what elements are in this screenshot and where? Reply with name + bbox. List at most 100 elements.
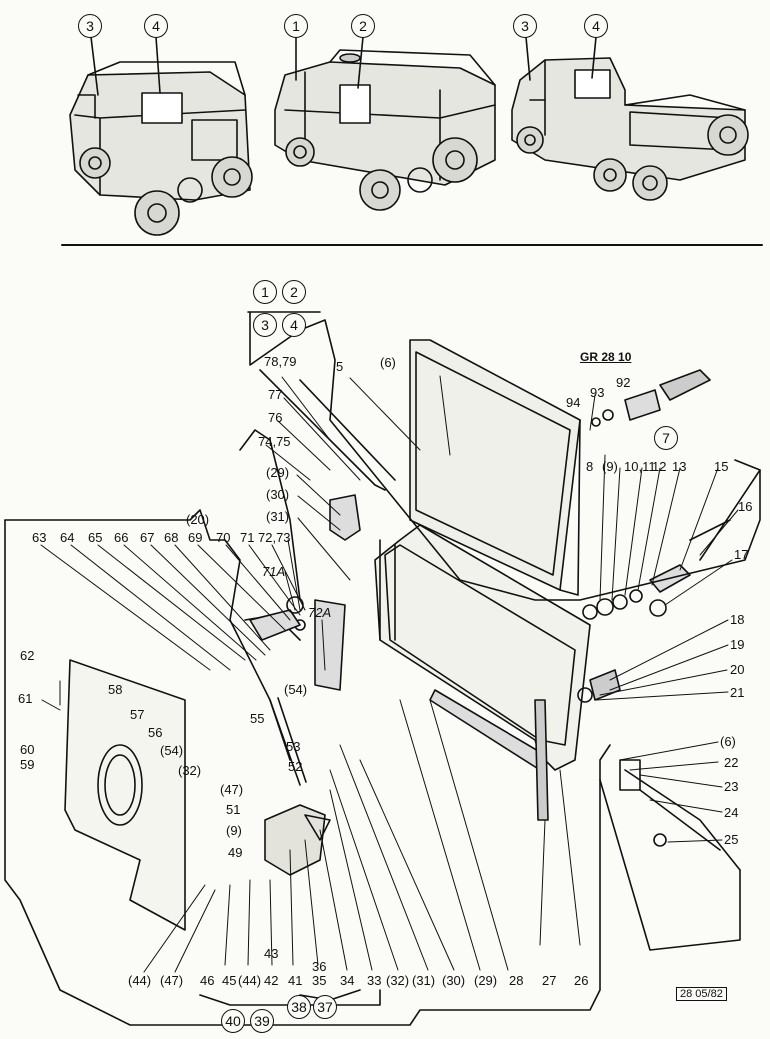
callout-62: 62 [20, 648, 35, 663]
callout-17: 17 [734, 547, 749, 562]
callout-45: 45 [222, 973, 237, 988]
callout-76: 76 [268, 410, 283, 425]
callout-5: 5 [336, 359, 344, 374]
callout-92: 92 [616, 375, 631, 390]
callout-67: 67 [140, 530, 155, 545]
callout-57: 57 [130, 707, 145, 722]
callout-8: 8 [586, 459, 594, 474]
callout-6-right: (6) [720, 734, 736, 749]
callout-72a: 72A [308, 605, 332, 620]
callout-19: 19 [730, 637, 745, 652]
callout-26: 26 [574, 973, 589, 988]
callout-78-79: 78,79 [264, 354, 297, 369]
vehicle-view-3 [511, 36, 749, 201]
callout-12: 12 [652, 459, 667, 474]
callout-64: 64 [60, 530, 75, 545]
callout-47-mid: (47) [220, 782, 244, 797]
callout-35: 35 [312, 973, 327, 988]
callout-41: 41 [288, 973, 303, 988]
callout-15: 15 [714, 459, 729, 474]
callout-52: 52 [288, 759, 303, 774]
callout-54-left: (54) [160, 743, 184, 758]
callout-18: 18 [730, 612, 745, 627]
callout-72-73: 72,73 [258, 530, 291, 545]
callout-29-top: (29) [266, 465, 290, 480]
callout-46: 46 [200, 973, 215, 988]
callout-42: 42 [264, 973, 279, 988]
callout-74-75: 74,75 [258, 434, 291, 449]
view-2-badge-a: 1 [284, 14, 308, 38]
callout-94: 94 [566, 395, 581, 410]
callout-44-bottom-a: (44) [128, 973, 152, 988]
view-2-badge-b: 2 [351, 14, 375, 38]
callout-29-bottom: (29) [474, 973, 498, 988]
callout-10-11: 10,11 [624, 459, 656, 474]
callout-9-top: (9) [602, 459, 618, 474]
applicability-badge-4: 4 [282, 313, 306, 337]
callout-20-left: (20) [186, 512, 210, 527]
view-1-badge-a: 3 [78, 14, 102, 38]
callout-27: 27 [542, 973, 557, 988]
callout-55: 55 [250, 711, 265, 726]
callout-59: 59 [20, 757, 35, 772]
circled-callout-7: 7 [654, 426, 678, 450]
callout-47-bottom: (47) [160, 973, 184, 988]
callout-34: 34 [340, 973, 355, 988]
callout-43: 43 [264, 946, 279, 961]
circled-callout-39: 39 [250, 1009, 274, 1033]
lock-mechanism [249, 596, 346, 876]
circled-callout-37: 37 [313, 995, 337, 1019]
callout-71a: 71A [262, 564, 286, 579]
callout-54-right: (54) [284, 682, 308, 697]
callout-33: 33 [367, 973, 382, 988]
hinge-group [577, 669, 741, 951]
circled-callout-40: 40 [221, 1009, 245, 1033]
callout-77: 77 [268, 387, 283, 402]
group-outlines [4, 311, 761, 1026]
callout-51: 51 [226, 802, 241, 817]
applicability-badge-1: 1 [253, 280, 277, 304]
callout-58: 58 [108, 682, 123, 697]
callout-16: 16 [738, 499, 753, 514]
callout-32-left: (32) [178, 763, 202, 778]
callout-13: 13 [672, 459, 687, 474]
callout-9-mid: (9) [226, 823, 242, 838]
vehicle-view-1 [69, 36, 253, 236]
leader-lines [40, 375, 739, 973]
callout-24: 24 [724, 805, 739, 820]
applicability-badge-2: 2 [282, 280, 306, 304]
callout-68: 68 [164, 530, 179, 545]
callout-32-bottom: (32) [386, 973, 410, 988]
callout-23: 23 [724, 779, 739, 794]
callout-30-bottom: (30) [442, 973, 466, 988]
callout-66: 66 [114, 530, 129, 545]
trim-panel [64, 659, 186, 931]
callout-49: 49 [228, 845, 243, 860]
callout-22: 22 [724, 755, 739, 770]
callout-30-top: (30) [266, 487, 290, 502]
callout-31-top: (31) [266, 509, 290, 524]
callout-93: 93 [590, 385, 605, 400]
callout-28: 28 [509, 973, 524, 988]
callout-25: 25 [724, 832, 739, 847]
callout-70: 70 [216, 530, 231, 545]
door-frame [374, 339, 591, 821]
callout-71: 71 [240, 530, 255, 545]
callout-6-top: (6) [380, 355, 396, 370]
group-reference: GR 28 10 [580, 350, 632, 364]
callout-21: 21 [730, 685, 745, 700]
drawing-code: 28 05/82 [676, 987, 727, 1001]
circled-callout-38: 38 [287, 995, 311, 1019]
callout-20: 20 [730, 662, 745, 677]
view-3-badge-a: 3 [513, 14, 537, 38]
lock-rods [239, 369, 396, 641]
view-3-badge-b: 4 [584, 14, 608, 38]
callout-69: 69 [188, 530, 203, 545]
callout-65: 65 [88, 530, 103, 545]
callout-31-bottom: (31) [412, 973, 436, 988]
callout-53: 53 [286, 739, 301, 754]
view-1-badge-b: 4 [144, 14, 168, 38]
callout-56: 56 [148, 725, 163, 740]
